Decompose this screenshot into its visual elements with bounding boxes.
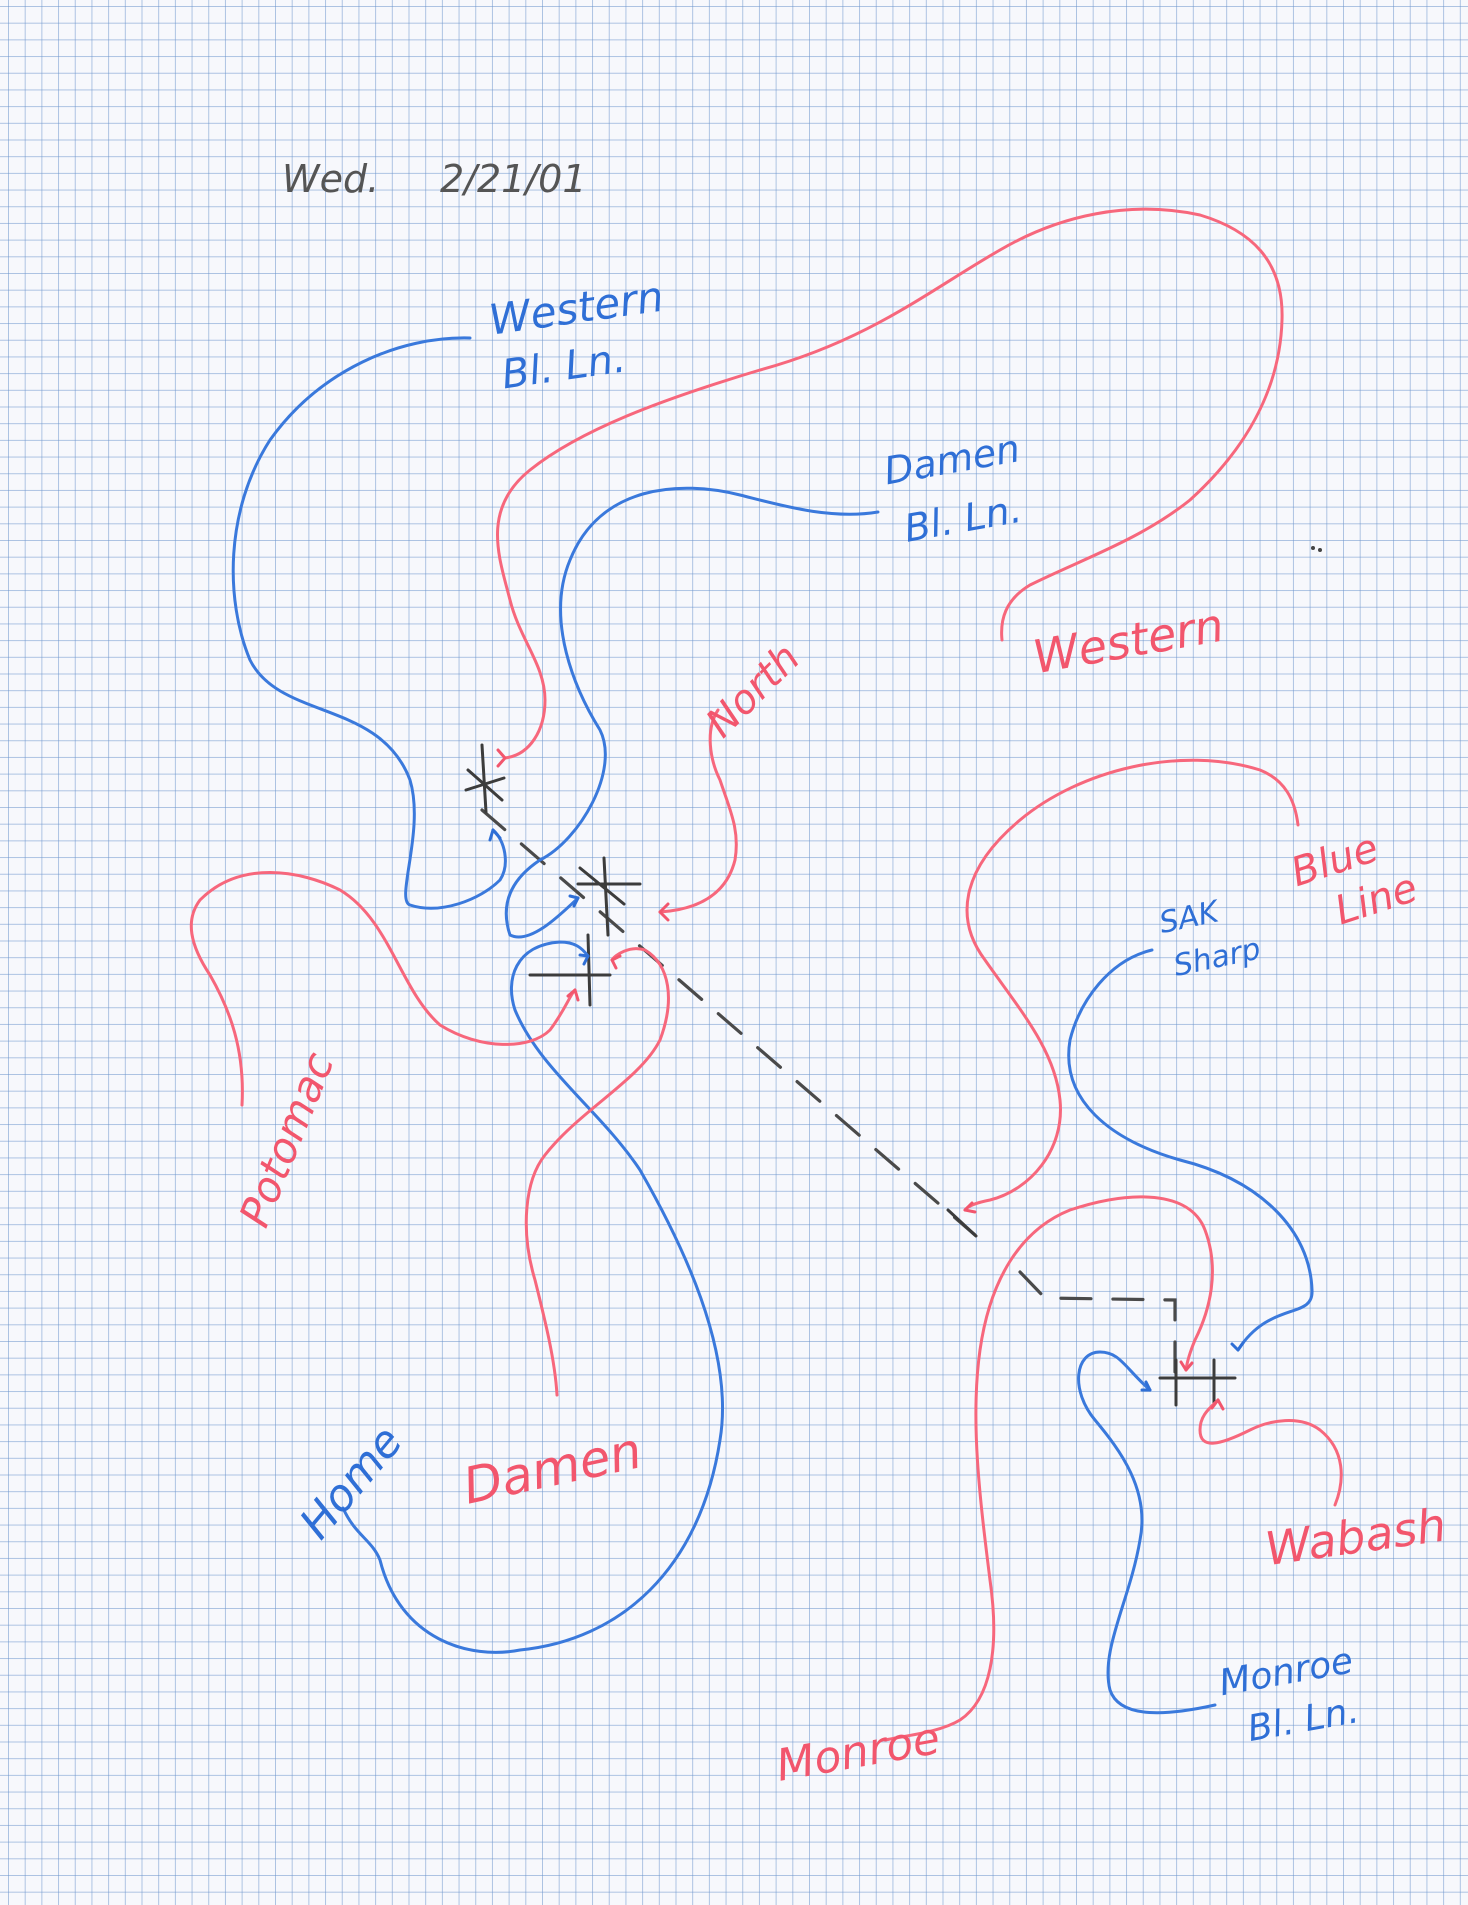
arrow-sak-sharp-end (1230, 1341, 1245, 1352)
label-monroe-bl-ln: Monroe Bl. Ln. (1216, 1640, 1362, 1750)
arrow-western-end (496, 748, 507, 768)
route-potomac (189, 871, 577, 1107)
pencil-dashed-connector-main (480, 808, 977, 1237)
label-north: North (697, 635, 809, 747)
label-damen: Damen (458, 1421, 646, 1515)
label-monroe-bl-ln-line2: Bl. Ln. (1245, 1690, 1362, 1750)
route-western (496, 207, 1284, 760)
label-damen-bl-ln-line1: Damen (881, 426, 1024, 493)
pencil-dashed-connector-corner (1018, 1270, 1177, 1377)
arrow-home-end (578, 953, 590, 966)
header-date: 2/21/01 (440, 157, 587, 201)
label-home: Home (290, 1416, 413, 1548)
route-western-bl-ln (231, 336, 507, 910)
stray-dot (1311, 546, 1315, 550)
label-damen-bl-ln: Damen Bl. Ln. (881, 426, 1025, 551)
label-western-bl-ln: Western Bl. Ln. (486, 272, 667, 399)
intersection-cross-2 (576, 856, 642, 937)
route-north (658, 708, 738, 914)
arrow-north-end (658, 902, 670, 922)
label-western-bl-ln-line1: Western (486, 272, 667, 345)
header-day: Wed. (282, 157, 379, 201)
route-monroe-bl-ln (1077, 1350, 1217, 1715)
label-sak-sharp-line1: SAK (1156, 894, 1223, 941)
arrow-monroe-end (1179, 1360, 1194, 1372)
pencil-tick-mark (946, 1208, 978, 1238)
arrow-blue-line-end (963, 1201, 977, 1214)
intersection-cross-4 (1158, 1358, 1237, 1407)
label-sak-sharp-line2: Sharp (1171, 932, 1264, 984)
label-potomac: Potomac (230, 1045, 344, 1233)
label-monroe: Monroe (773, 1713, 944, 1792)
arrow-damen-bl-end (568, 894, 580, 908)
route-damen (524, 947, 670, 1397)
label-western: Western (1029, 598, 1228, 685)
arrow-damen-end (610, 954, 622, 970)
arrow-western-bl-end (488, 828, 502, 842)
route-home (341, 940, 725, 1654)
route-sak-sharp (1067, 948, 1314, 1352)
label-western-bl-ln-line2: Bl. Ln. (499, 336, 629, 399)
label-sak-sharp: SAK Sharp (1156, 894, 1264, 984)
arrow-monroe-bl-end (1140, 1380, 1152, 1392)
route-blue-line (963, 758, 1300, 1212)
arrow-wabash-end (1210, 1398, 1225, 1411)
intersection-cross-1 (464, 743, 506, 814)
label-wabash: Wabash (1262, 1497, 1449, 1576)
intersection-cross-3 (528, 933, 612, 1007)
route-wabash (1198, 1398, 1343, 1507)
label-damen-bl-ln-line2: Bl. Ln. (901, 487, 1025, 551)
route-monroe (883, 1195, 1214, 1742)
label-blue-line: Blue Line (1285, 825, 1422, 934)
stray-dot (1318, 548, 1322, 552)
arrow-potomac-end (566, 988, 580, 1002)
route-damen-bl-ln (504, 486, 880, 939)
